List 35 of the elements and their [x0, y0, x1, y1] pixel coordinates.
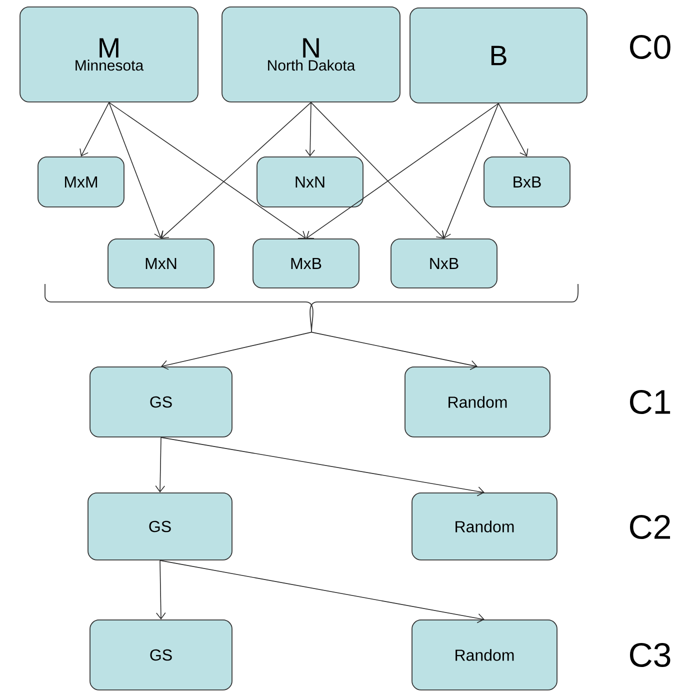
- arrow: [155, 437, 166, 493]
- box: NxN: [256, 156, 364, 208]
- box: MxM: [38, 156, 124, 208]
- box: GS: [90, 620, 232, 690]
- arrow: [156, 560, 166, 620]
- arrow: [160, 560, 484, 624]
- arrow: [108, 102, 164, 239]
- box: MxN: [108, 238, 214, 288]
- box: BxB: [484, 156, 570, 208]
- box: NxB: [390, 238, 498, 288]
- box: M Minnesota: [20, 6, 198, 102]
- box: Random: [412, 620, 558, 690]
- arrow: [442, 103, 499, 239]
- curly-bracket: [44, 284, 579, 332]
- arrow: [498, 103, 528, 157]
- cycle-label: C3: [630, 642, 670, 668]
- arrow: [161, 332, 312, 370]
- arrow: [305, 102, 316, 157]
- arrow: [160, 437, 484, 496]
- cycle-label: C0: [630, 34, 670, 60]
- arrow: [306, 103, 499, 239]
- arrow: [80, 102, 110, 157]
- arrow: [161, 102, 312, 239]
- box: Random: [412, 492, 558, 560]
- cycle-label: C1: [630, 390, 670, 414]
- arrow: [311, 332, 478, 370]
- cycle-label: C2: [630, 514, 670, 540]
- arrow: [108, 102, 306, 239]
- box: GS: [88, 492, 232, 560]
- arrow: [310, 102, 444, 239]
- box: GS: [90, 366, 232, 438]
- box: N North Dakota: [222, 6, 400, 102]
- box: Random: [404, 366, 550, 438]
- box: B: [410, 8, 588, 104]
- box: MxB: [252, 238, 360, 288]
